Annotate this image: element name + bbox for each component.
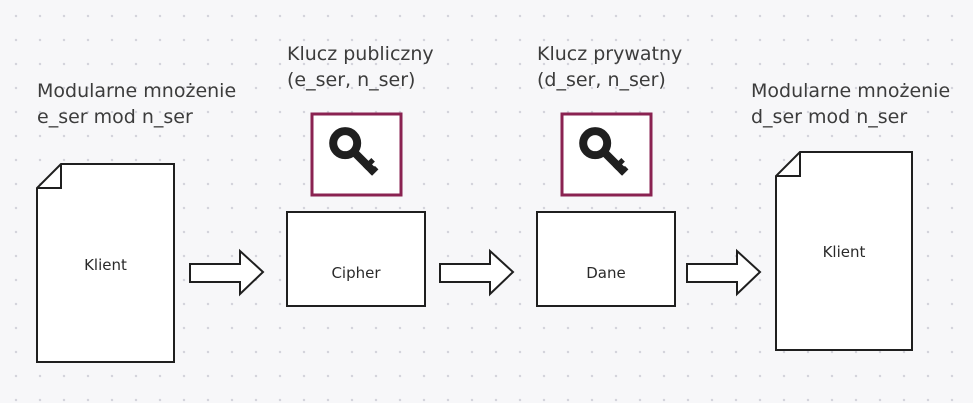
caption-private-key-line1: Klucz prywatny — [537, 43, 683, 65]
node-label-client-left: Klient — [84, 256, 127, 274]
node-label-client-right: Klient — [822, 243, 866, 261]
document-shape-client-left[interactable] — [36, 163, 175, 363]
public-key-frame — [310, 112, 403, 197]
dane-box[interactable] — [536, 211, 676, 307]
cipher-box[interactable] — [286, 211, 426, 307]
caption-left-line1: Modularne mnożenie — [37, 80, 237, 102]
arrow-3 — [686, 248, 762, 297]
caption-right: Modularne mnożenie d_ser mod n_ser — [751, 78, 950, 130]
document-fold-right — [776, 152, 801, 177]
caption-right-line1: Modularne mnożenie — [751, 80, 951, 102]
caption-left-line2: e_ser mod n_ser — [37, 106, 193, 128]
node-label-dane: Dane — [586, 264, 626, 282]
caption-private-key: Klucz prywatny (d_ser, n_ser) — [537, 41, 682, 93]
key-icon — [329, 127, 379, 176]
caption-public-key-line1: Klucz publiczny — [287, 43, 434, 65]
arrow-1 — [189, 248, 265, 297]
caption-private-key-line2: (d_ser, n_ser) — [537, 69, 666, 91]
node-label-cipher: Cipher — [331, 264, 381, 282]
caption-left: Modularne mnożenie e_ser mod n_ser — [37, 78, 236, 130]
caption-public-key: Klucz publiczny (e_ser, n_ser) — [287, 41, 434, 93]
document-shape-client-right[interactable] — [775, 151, 913, 351]
caption-right-line2: d_ser mod n_ser — [751, 106, 908, 128]
key-icon — [579, 127, 629, 176]
arrow-2 — [439, 248, 515, 297]
caption-public-key-line2: (e_ser, n_ser) — [287, 69, 416, 91]
document-fold-left — [37, 164, 62, 189]
